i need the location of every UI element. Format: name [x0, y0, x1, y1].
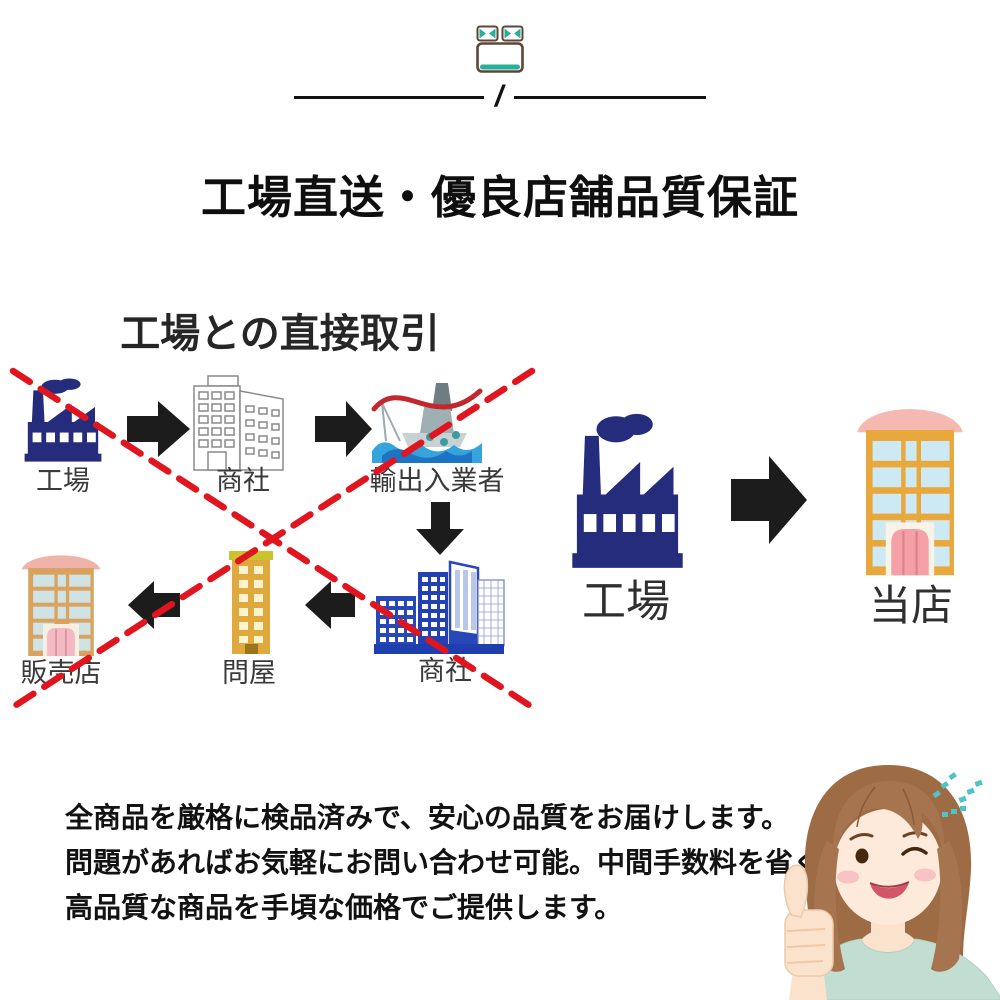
- hair-strands: [856, 786, 915, 828]
- supply-chain-diagram: 工場との直接取引: [9, 312, 963, 710]
- arrow-right-icon: [315, 401, 372, 457]
- big-arrow-right-icon: [731, 456, 807, 544]
- divider-line-left: [293, 95, 484, 99]
- diagram-title: 工場との直接取引: [120, 312, 440, 356]
- label-wholesaler: 問屋: [222, 658, 276, 688]
- eye-open: [855, 848, 869, 864]
- desc-line-1: 全商品を厳格に検品済みで、安心の品質をお届けします。: [65, 802, 790, 833]
- red-cross-icon: [9, 367, 536, 710]
- arrow-down-icon: [416, 502, 464, 555]
- eye-wink: [901, 847, 928, 856]
- trading-company-icon: [193, 375, 284, 471]
- divider-line-right: [514, 95, 707, 99]
- sparkles-icon: [932, 772, 983, 817]
- divider: /: [0, 82, 1000, 112]
- face: [834, 809, 942, 925]
- bed-icon: [476, 25, 524, 73]
- label-importer-exporter: 輸出入業者: [370, 466, 505, 496]
- factory-large-icon: [572, 413, 683, 568]
- retail-store-icon: [21, 555, 101, 657]
- label-factory-large: 工場: [582, 577, 670, 626]
- mouth: [870, 882, 909, 899]
- blush-left: [837, 870, 859, 884]
- our-store-building-icon: [857, 409, 963, 576]
- mouth-line: [869, 881, 910, 888]
- label-trading-company-top: 商社: [216, 466, 270, 496]
- hair-lock-right: [931, 841, 963, 972]
- hair-bangs: [833, 781, 945, 859]
- blush-right: [914, 868, 936, 882]
- arrow-left-icon: [305, 581, 355, 629]
- arrow-right-icon: [127, 401, 190, 457]
- divider-slash: /: [494, 80, 504, 113]
- page-title: 工場直送・優良店舗品質保証: [200, 172, 799, 224]
- wholesaler-building-icon: [229, 551, 273, 654]
- label-factory-small: 工場: [36, 466, 90, 496]
- ship-icon: [371, 383, 483, 463]
- thumbs-up-hand-icon: [783, 864, 834, 1000]
- woman-thumbs-up-illustration: [783, 765, 1000, 1000]
- desc-line-3: 高品質な商品を手頃な価格でご提供します。: [65, 892, 623, 923]
- city-buildings-icon: [374, 560, 505, 654]
- factory-small-icon: [24, 378, 102, 462]
- label-our-store: 当店: [869, 582, 953, 629]
